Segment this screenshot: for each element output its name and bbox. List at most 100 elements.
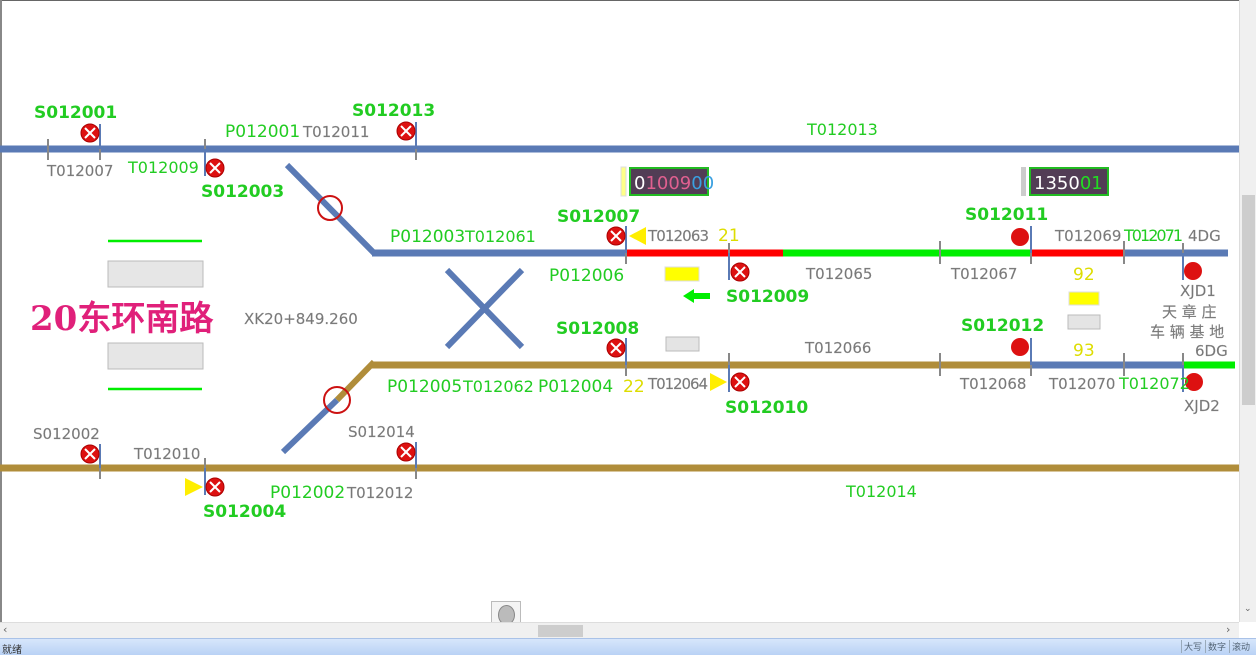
signal-closed-icon[interactable] (730, 372, 750, 392)
station-diagram: 0100900 135001 S012001 S012003 S012013 S… (0, 101, 1239, 522)
track-label: T012068 (959, 375, 1026, 393)
track-label: T012012 (346, 484, 413, 502)
direction-triangle-right-icon (710, 373, 727, 391)
point-label: P012005 (387, 377, 462, 397)
track-label: T012065 (805, 265, 872, 283)
track-label: T012010 (133, 445, 200, 463)
track-label: T012066 (804, 339, 871, 357)
station-name: 20东环南路 (30, 299, 214, 339)
track-label: T012013 (806, 120, 878, 139)
point-label: P012006 (549, 266, 624, 286)
indicator-gray (665, 336, 700, 352)
signal-closed-icon[interactable] (205, 477, 225, 497)
train-number-part: 1350 (1034, 173, 1080, 194)
insulated-joints (47, 139, 1184, 479)
horizontal-scrollbar[interactable]: ‹ › (0, 622, 1239, 639)
signal-closed-icon[interactable] (606, 226, 626, 246)
scroll-left-arrow-icon[interactable]: ‹ (3, 623, 8, 636)
track-label: T012072 (1118, 374, 1190, 393)
train-number-box[interactable]: 0100900 (629, 167, 714, 196)
svg-text:135001: 135001 (1034, 173, 1103, 194)
direction-triangle-right-icon (185, 478, 203, 496)
train-number-part: 00 (691, 173, 714, 194)
signal-red-icon[interactable] (1185, 373, 1203, 391)
depot-name: 天 章 庄 (1162, 303, 1217, 321)
vertical-scroll-thumb[interactable] (1242, 195, 1255, 405)
signal-closed-icon[interactable] (396, 121, 416, 141)
window-top-border (0, 0, 1256, 1)
point-label: P012001 (225, 122, 300, 142)
track-label: T012007 (46, 162, 113, 180)
num-indicator: 数字 (1205, 640, 1228, 653)
track-diagonal-lower-blue[interactable] (280, 397, 340, 455)
scroll-indicator: 滚动 (1229, 640, 1252, 653)
window-left-border (0, 0, 2, 622)
train-number-box[interactable]: 135001 (1029, 167, 1109, 196)
signal-red-icon[interactable] (1011, 338, 1029, 356)
platform-upper (107, 260, 204, 288)
signal-closed-icon[interactable] (80, 444, 100, 464)
signal-closed-icon[interactable] (205, 158, 225, 178)
signal-label: S012007 (557, 207, 640, 227)
signal-label: S012008 (556, 319, 639, 339)
signal-red-icon[interactable] (1011, 228, 1029, 246)
switch-indicator-icon[interactable] (323, 386, 351, 414)
track-label: T012009 (127, 158, 199, 177)
track-label: 6DG (1195, 342, 1228, 360)
train-number-part: 01 (1080, 173, 1103, 194)
switch-indicator-icon[interactable] (317, 195, 343, 221)
track-label: T012070 (1048, 375, 1115, 393)
signal-closed-icon[interactable] (396, 442, 416, 462)
scroll-down-arrow-icon[interactable]: ⌄ (1244, 604, 1252, 614)
signal-label: S012014 (348, 423, 415, 441)
signal-closed-icon[interactable] (606, 338, 626, 358)
signal-label: S012010 (725, 398, 808, 418)
track-label: T012069 (1054, 227, 1121, 245)
signal-label: S012011 (965, 205, 1048, 225)
train-indicator-bar (1021, 167, 1026, 196)
track-label: T012061 (464, 227, 536, 246)
track-label: T012062 (462, 377, 534, 396)
indicator-yellow (664, 266, 700, 282)
point-label: P012004 (538, 377, 613, 397)
status-bar: 就绪 大写 数字 滚动 (0, 638, 1256, 656)
track-diagonal-upper[interactable] (284, 162, 377, 256)
signal-label: S012002 (33, 425, 100, 443)
depot-name: 车 辆 基 地 (1150, 323, 1224, 341)
signals (80, 121, 750, 497)
signal-red-icon[interactable] (1184, 262, 1202, 280)
scroll-right-arrow-icon[interactable]: › (1226, 623, 1231, 636)
signal-label: S012013 (352, 101, 435, 121)
signal-label: S012003 (201, 182, 284, 202)
signal-closed-icon[interactable] (730, 262, 750, 282)
track-label: T012011 (302, 123, 369, 141)
signal-closed-icon[interactable] (80, 123, 100, 143)
point-label: P012002 (270, 483, 345, 503)
indicator-label: XJD2 (1184, 397, 1220, 415)
track-label: T012014 (845, 482, 917, 501)
status-text: 就绪 (2, 645, 22, 656)
caps-indicator: 大写 (1181, 640, 1204, 653)
track-diagonal-lower-brown[interactable] (334, 359, 377, 403)
track-label: T012071 (1123, 226, 1183, 245)
route-number: 92 (1073, 265, 1095, 285)
labels: S012001 S012003 S012013 S012007 S012009 … (30, 101, 1228, 522)
indicator-label: XJD1 (1180, 282, 1216, 300)
track-cross-b[interactable] (444, 267, 525, 350)
signal-label: S012012 (961, 316, 1044, 336)
round-button[interactable] (491, 601, 521, 625)
signal-label: S012009 (726, 287, 809, 307)
platform-lower (107, 342, 204, 370)
svg-text:0100900: 0100900 (634, 173, 714, 194)
track-label: T012067 (950, 265, 1017, 283)
horizontal-scroll-thumb[interactable] (538, 625, 583, 637)
route-number: 93 (1073, 341, 1095, 361)
point-label: P012003 (390, 227, 465, 247)
train-number-part: 0 (634, 173, 645, 194)
signal-label: S012001 (34, 103, 117, 123)
signal-label: S012004 (203, 502, 286, 522)
vertical-scrollbar[interactable]: ⌄ (1239, 0, 1256, 622)
route-number: 21 (718, 226, 740, 246)
direction-triangle-left-icon (629, 227, 646, 245)
indicator-yellow (1068, 291, 1100, 306)
